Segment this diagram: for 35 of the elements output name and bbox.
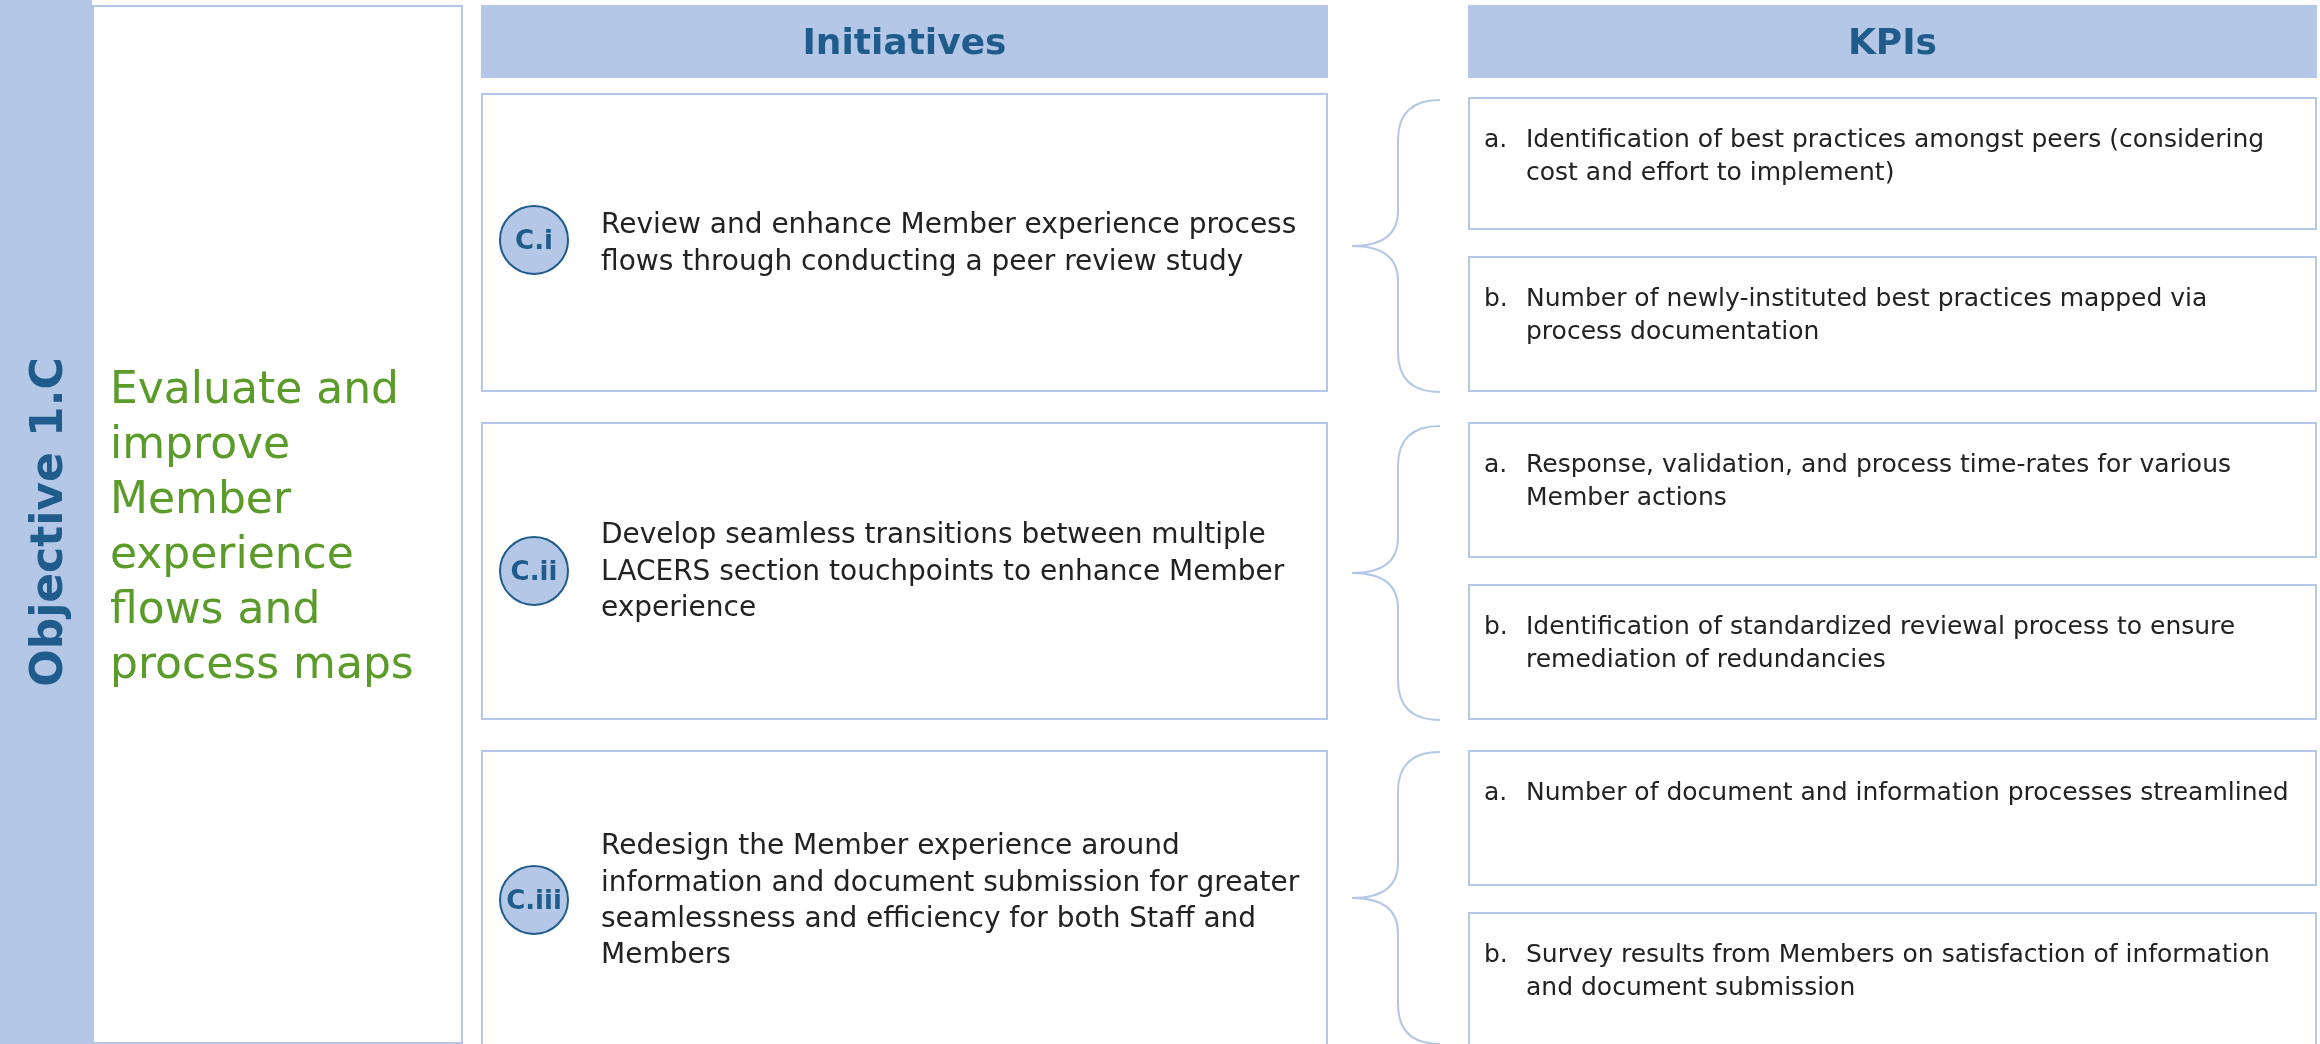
list-marker: b.	[1484, 610, 1509, 642]
kpi-text: Response, validation, and process time-rates for various Member actions	[1526, 448, 2233, 513]
header-text: Initiatives	[802, 21, 1007, 62]
kpi-box	[1468, 750, 2317, 886]
list-marker: a.	[1484, 448, 1509, 480]
list-marker: b.	[1484, 282, 1509, 314]
badge-label: C.iii	[506, 885, 562, 915]
badge-label: C.i	[515, 225, 553, 255]
list-marker: a.	[1484, 776, 1509, 808]
initiative-text: Develop seamless transitions between multiple LACERS section touchpoints to enhance Member experience	[601, 516, 1286, 626]
initiative-box	[481, 422, 1328, 720]
kpi-box	[1468, 912, 2317, 1044]
kpi-text: Survey results from Members on satisfaction of information and document submission	[1526, 938, 2271, 1003]
badge-label: C.ii	[510, 556, 558, 586]
column-header	[481, 5, 1328, 78]
kpi-text: Identification of best practices amongst peers (considering cost and effort to implement)	[1526, 123, 2266, 188]
header-text: KPIs	[1847, 21, 1938, 62]
kpi-box	[1468, 256, 2317, 392]
column-header	[1468, 5, 2317, 78]
kpi-text: Number of document and information processes streamlined	[1526, 776, 2289, 808]
initiative-text: Redesign the Member experience around information and document submission for greater seamlessness and efficiency for both Staff and Members	[601, 827, 1301, 973]
list-marker: b.	[1484, 938, 1509, 970]
kpi-box	[1468, 584, 2317, 720]
initiative-box	[481, 93, 1328, 392]
initiative-text: Review and enhance Member experience process flows through conducting a peer review study	[601, 206, 1298, 279]
list-marker: a.	[1484, 123, 1509, 155]
kpi-text: Identification of standardized reviewal process to ensure remediation of redundancies	[1526, 610, 2237, 675]
objective-label: Objective 1.C	[20, 357, 72, 687]
objective-band	[0, 0, 92, 1044]
initiative-box	[481, 750, 1328, 1044]
kpi-text: Number of newly-instituted best practices mapped via process documentation	[1526, 282, 2209, 347]
objective-title: Evaluate and improve Member experience flows and process maps	[110, 360, 415, 690]
kpi-box	[1468, 97, 2317, 230]
objective-panel	[92, 5, 463, 1044]
kpi-box	[1468, 422, 2317, 558]
